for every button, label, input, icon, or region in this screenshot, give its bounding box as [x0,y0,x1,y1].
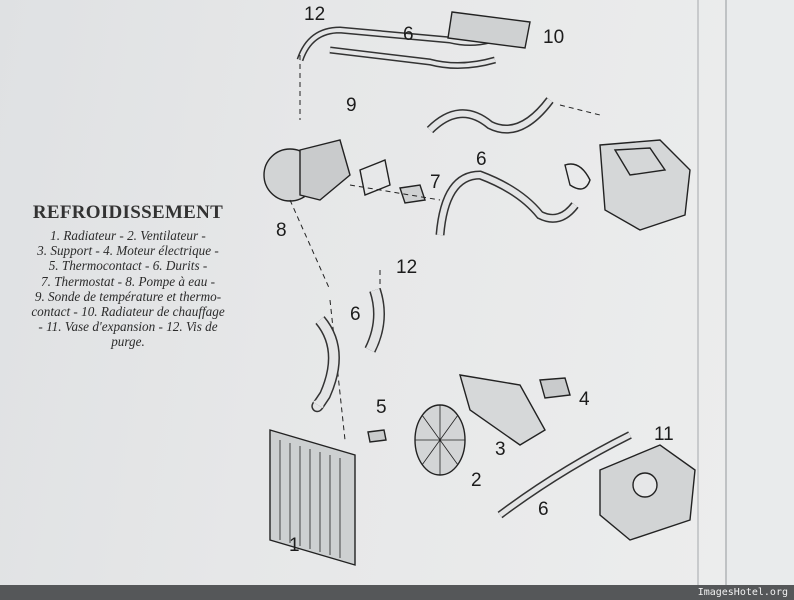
label-2: 2 [471,470,482,491]
label-10: 10 [543,27,564,48]
label-6: 6 [538,499,549,520]
legend-line: 7. Thermostat - 8. Pompe à eau - [41,273,215,289]
support [459,374,546,446]
label-4: 4 [579,389,590,410]
heater-radiator [447,11,531,49]
thermostat [399,184,426,204]
legend-line: - 11. Vase d'expansion - 12. Vis de [38,319,218,335]
legend-line: 3. Support - 4. Moteur électrique - [37,243,219,259]
watermark: ImagesHotel.org [697,587,788,598]
label-9: 9 [346,95,357,116]
legend-line: contact - 10. Radiateur de chauffage [31,304,225,320]
facing-page [725,0,794,585]
legend-line: purge. [111,334,145,350]
cooling-system-diagram: 12 6 10 9 6 7 8 12 6 5 4 3 2 11 6 1 [263,4,696,566]
legend-line: 1. Radiateur - 2. Ventilateur - [50,228,206,243]
caption-legend: 1. Radiateur - 2. Ventilateur - 3. Suppo… [8,228,248,350]
caption-title: REFROIDISSEMENT [32,202,224,223]
radiator [269,429,356,566]
label-7: 7 [430,172,441,193]
label-12: 12 [304,4,325,25]
thermocontact [367,429,387,443]
figure-caption: REFROIDISSEMENT 1. Radiateur - 2. Ventil… [8,202,248,350]
label-6: 6 [350,304,361,325]
label-12: 12 [396,257,417,278]
label-5: 5 [376,397,387,418]
label-8: 8 [276,220,287,241]
label-1: 1 [289,535,300,556]
legend-line: 9. Sonde de température et thermo- [34,288,222,304]
carburettor [599,139,691,231]
label-6: 6 [403,24,414,45]
page-gutter [697,0,699,585]
label-6: 6 [476,149,487,170]
watermark-bar [0,585,794,600]
label-11: 11 [654,424,674,445]
legend-line: 5. Thermocontact - 6. Durits - [48,258,208,274]
label-3: 3 [495,439,506,460]
electric-motor [539,377,571,399]
